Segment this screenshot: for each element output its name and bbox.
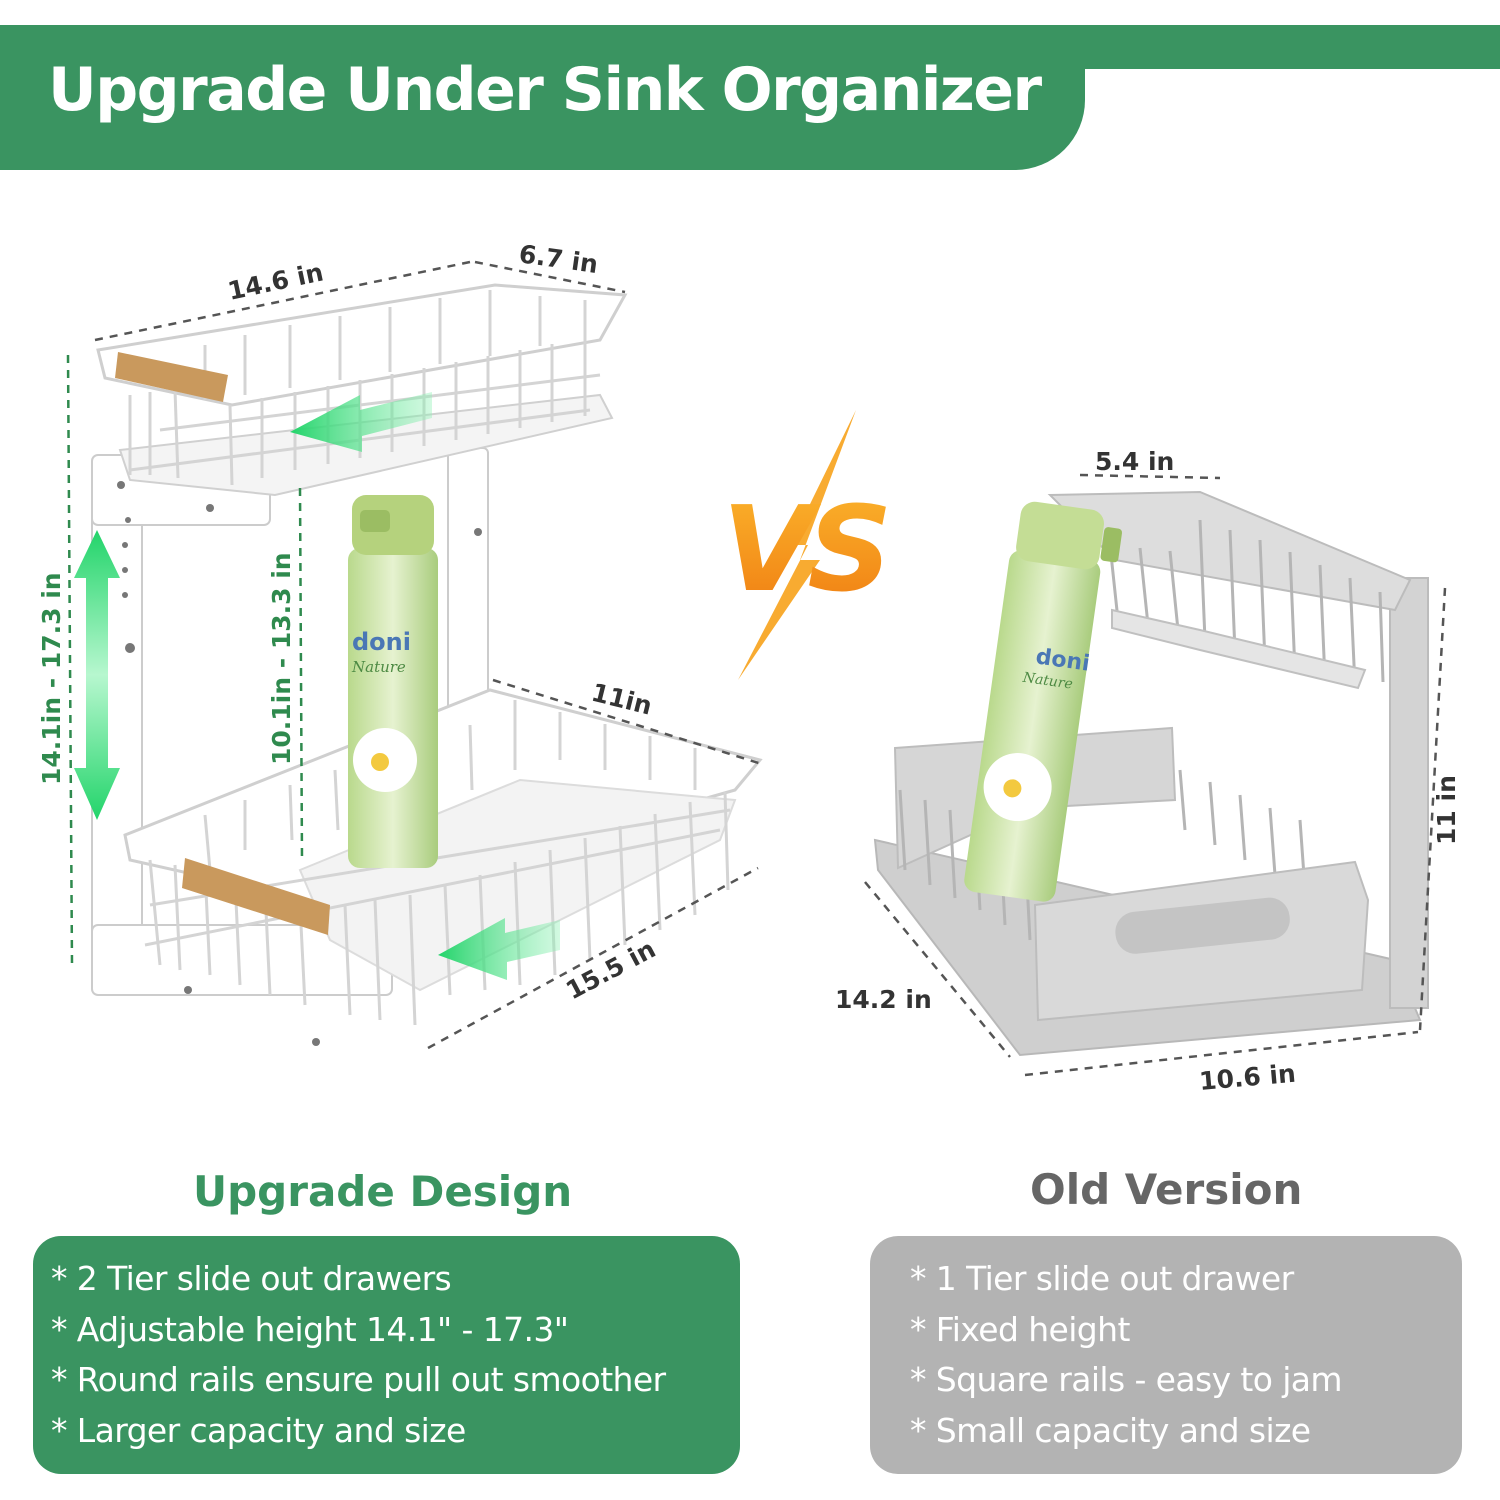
versus-badge: VS [722,410,892,680]
old-feature-item: * Fixed height [910,1309,1130,1349]
dim-bottom-length: 15.5 in [561,934,660,1005]
old-feature-item: * Square rails - easy to jam [910,1360,1343,1399]
slide-arrow-bottom-icon [438,918,560,980]
can-brand: doni [352,628,411,656]
old-frame-post [1389,577,1429,1009]
dim-line-top-width [474,260,626,294]
old-version-heading: Old Version [1030,1165,1303,1214]
old-feature-item: * 1 Tier slide out drawer [910,1259,1294,1298]
dim-top-width: 6.7 in [517,239,600,279]
upgrade-organizer-illustration: doni Nature 14.6 in 6.7 in 14.1in - 17.3… [37,239,766,1050]
upgrade-feature-item: * Round rails ensure pull out smoother [51,1360,666,1399]
old-dim-line-depth [864,881,1011,1058]
upgrade-feature-item: * Adjustable height 14.1" - 17.3" [51,1309,569,1349]
dim-line-bottom-width [492,678,766,767]
old-top-basket [1108,519,1385,690]
upgrade-feature-item: * 2 Tier slide out drawers [51,1259,452,1298]
vs-label: VS [722,480,886,618]
page-title: Upgrade Under Sink Organizer [48,55,1042,125]
old-dim-height: 11 in [1432,775,1461,845]
old-dim-line-width [1024,1030,1419,1077]
dim-line-bottom-length [427,866,759,1050]
can-subbrand: Nature [351,658,406,676]
dim-height-range: 14.1in - 17.3 in [37,572,66,785]
product-comparison-figure: doni Nature 14.6 in 6.7 in 14.1in - 17.3… [37,239,1461,1096]
old-dim-width: 10.6 in [1198,1059,1297,1096]
old-dim-depth: 14.2 in [835,985,932,1014]
old-feature-item: * Small capacity and size [910,1410,1311,1450]
dim-line-height [66,354,74,966]
dim-line-inner-height [298,487,304,861]
old-handle-slot [1115,897,1290,954]
air-freshener-can: doni Nature [348,495,438,868]
dim-top-length: 14.6 in [225,257,326,305]
title-banner [0,25,1085,170]
old-features-box: * 1 Tier slide out drawer * Fixed height… [870,1236,1462,1474]
upgrade-feature-item: * Larger capacity and size [51,1410,466,1450]
adjustment-holes [117,481,482,1046]
old-bottom-drawer [898,769,1370,1022]
upgrade-features-box: * 2 Tier slide out drawers * Adjustable … [33,1236,740,1474]
old-air-freshener-can: doni Nature [964,501,1123,902]
upgrade-design-heading: Upgrade Design [193,1167,573,1216]
old-organizer-illustration: doni Nature 5.4 in 11 in 14.2 in 10.6 in [835,447,1461,1096]
old-can-subbrand: Nature [1021,670,1074,693]
dim-inner-height-range: 10.1in - 13.3 in [267,552,296,765]
dim-line-top-length [94,260,471,342]
old-dim-top-width: 5.4 in [1095,447,1174,476]
top-basket [96,283,628,497]
height-adjust-arrow-icon [74,530,120,820]
lightning-bolt-icon [738,410,856,680]
slide-arrow-top-icon [290,392,432,452]
